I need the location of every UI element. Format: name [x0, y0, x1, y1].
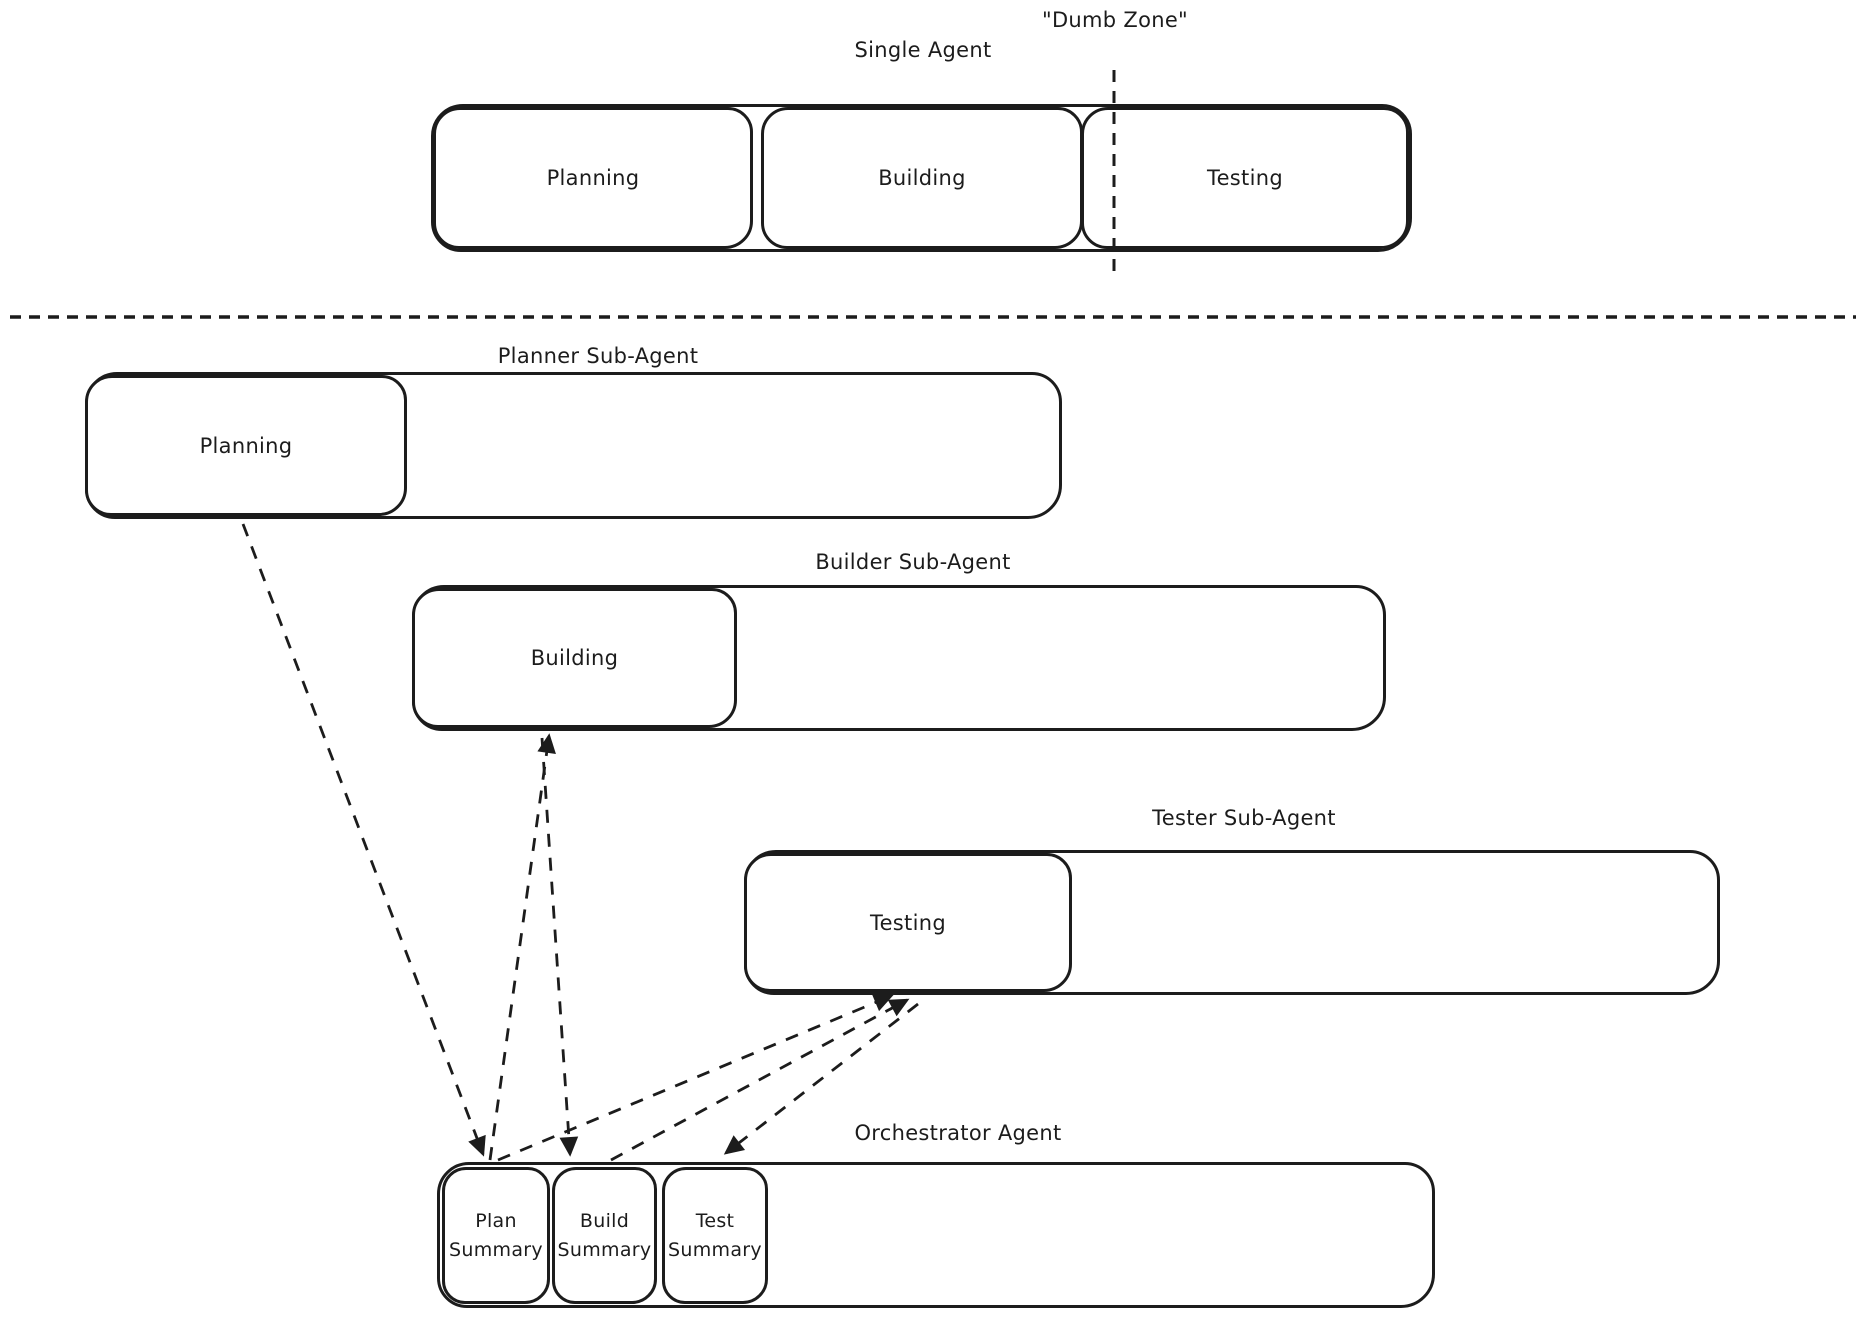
single-agent-building-box: Building — [761, 107, 1083, 249]
single-agent-container — [431, 104, 1412, 252]
planner-planning-label: Planning — [199, 433, 293, 458]
builder-sub-agent-title: Builder Sub-Agent — [815, 550, 1011, 574]
plan-summary-label: Plan Summary — [449, 1210, 543, 1261]
arrow-plan-summary-to-building — [488, 733, 556, 1161]
tester-testing-label: Testing — [870, 910, 946, 935]
builder-building-box: Building — [412, 588, 737, 728]
test-summary-label: Test Summary — [668, 1210, 762, 1261]
orchestrator-container — [437, 1162, 1435, 1308]
planning-label: Planning — [546, 166, 640, 190]
testing-label: Testing — [1207, 166, 1283, 190]
single-agent-testing-box: Testing — [1081, 107, 1409, 249]
plan-summary-box: Plan Summary — [442, 1167, 550, 1304]
build-summary-label: Build Summary — [557, 1210, 652, 1261]
single-agent-title: Single Agent — [854, 38, 992, 62]
dumb-zone-label: "Dumb Zone" — [1041, 8, 1189, 32]
build-summary-box: Build Summary — [552, 1167, 657, 1304]
building-label: Building — [878, 166, 966, 190]
tester-sub-agent-title: Tester Sub-Agent — [1152, 806, 1336, 830]
test-summary-box: Test Summary — [662, 1167, 768, 1304]
builder-building-label: Building — [530, 646, 619, 670]
planner-planning-box: Planning — [85, 375, 407, 516]
planner-sub-agent-title: Planner Sub-Agent — [497, 344, 699, 368]
single-agent-planning-box: Planning — [433, 107, 753, 249]
arrow-building-to-build-summary — [540, 737, 579, 1157]
orchestrator-agent-title: Orchestrator Agent — [854, 1121, 1062, 1145]
arrow-plan-summary-to-testing — [497, 993, 894, 1162]
tester-testing-box: Testing — [744, 853, 1072, 992]
